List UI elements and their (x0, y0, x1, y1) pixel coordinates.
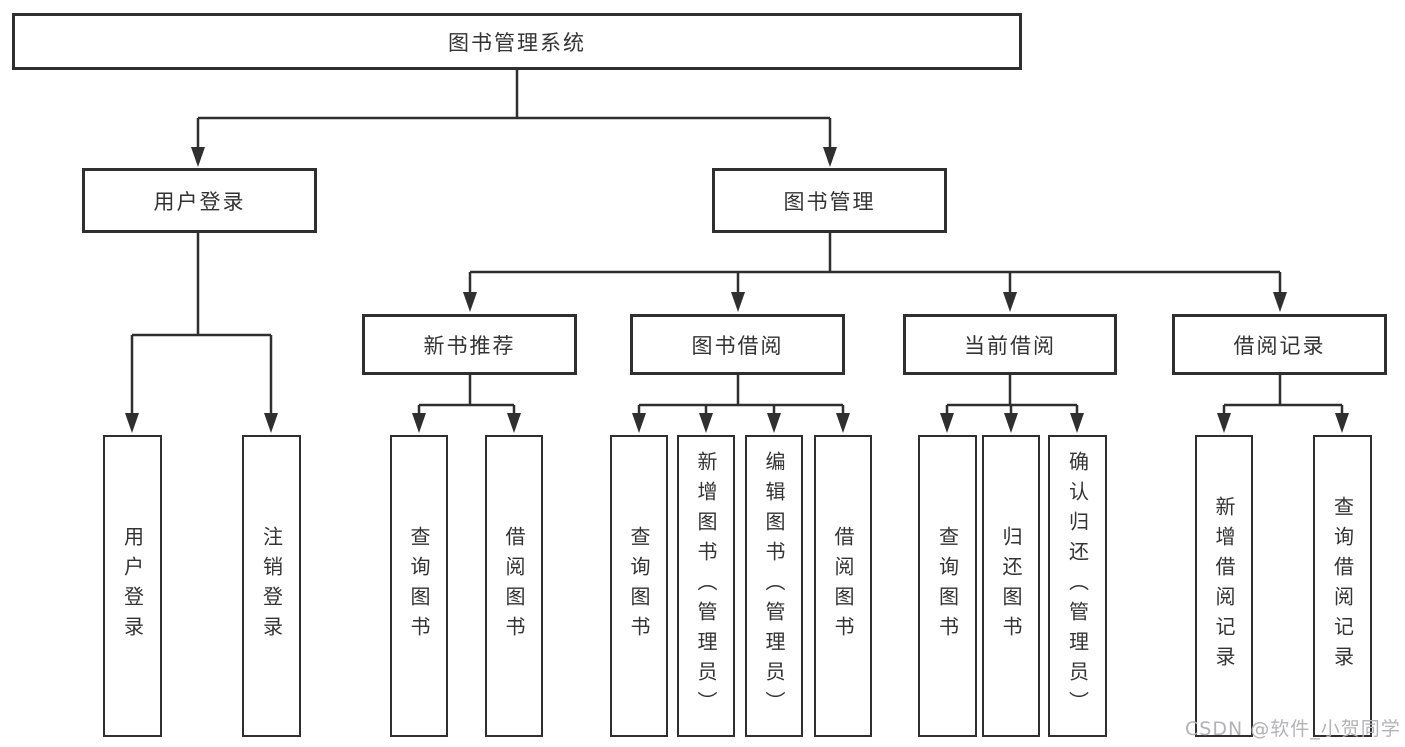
node-current-borrowing-label: 当前借阅 (964, 333, 1056, 358)
leaf-logout: 注销登录 (242, 435, 301, 737)
leaf-add-borrow-record: 新增借阅记录 (1195, 435, 1253, 737)
node-new-book-recommendation-label: 新书推荐 (423, 333, 516, 358)
leaf-edit-books-admin: 编辑图书（管理员） (745, 435, 803, 737)
leaf-confirm-return-admin-label: 确认归还（管理员） (1065, 451, 1090, 721)
leaf-return-books-label: 归还图书 (999, 526, 1023, 646)
node-borrowing-records-label: 借阅记录 (1233, 333, 1326, 358)
node-borrowing-records: 借阅记录 (1172, 314, 1387, 375)
leaf-search-books-current-label: 查询图书 (935, 526, 960, 646)
leaf-logout-label: 注销登录 (259, 526, 284, 646)
leaf-search-books-recommend-label: 查询图书 (407, 526, 431, 646)
csdn-watermark: CSDN @软件_小贺同学 (1185, 718, 1401, 740)
leaf-add-books-admin: 新增图书（管理员） (677, 435, 735, 737)
leaf-confirm-return-admin: 确认归还（管理员） (1048, 435, 1107, 737)
node-library-management-system-label: 图书管理系统 (448, 30, 586, 55)
leaf-search-borrow-record-label: 查询借阅记录 (1330, 496, 1355, 676)
node-book-management: 图书管理 (712, 168, 947, 233)
leaf-borrow-books-recommend: 借阅图书 (485, 435, 543, 737)
node-current-borrowing: 当前借阅 (903, 314, 1117, 375)
leaf-edit-books-admin-label: 编辑图书（管理员） (762, 451, 786, 721)
node-new-book-recommendation: 新书推荐 (362, 314, 577, 375)
node-user-login: 用户登录 (82, 168, 317, 233)
node-book-borrowing-label: 图书借阅 (691, 333, 784, 358)
leaf-user-login-label: 用户登录 (120, 526, 145, 646)
leaf-search-books-recommend: 查询图书 (390, 435, 448, 737)
node-library-management-system: 图书管理系统 (12, 13, 1022, 70)
leaf-borrow-books: 借阅图书 (814, 435, 872, 737)
leaf-search-books-current: 查询图书 (918, 435, 977, 737)
leaf-return-books: 归还图书 (982, 435, 1040, 737)
leaf-add-books-admin-label: 新增图书（管理员） (694, 451, 718, 721)
node-book-borrowing: 图书借阅 (630, 314, 845, 375)
leaf-borrow-books-recommend-label: 借阅图书 (502, 526, 526, 646)
node-user-login-label: 用户登录 (153, 189, 246, 214)
leaf-search-books-borrowing: 查询图书 (610, 435, 668, 737)
leaf-search-books-borrowing-label: 查询图书 (627, 526, 651, 646)
node-book-management-label: 图书管理 (783, 189, 876, 214)
leaf-user-login: 用户登录 (103, 435, 162, 737)
leaf-add-borrow-record-label: 新增借阅记录 (1212, 496, 1236, 676)
leaf-search-borrow-record: 查询借阅记录 (1313, 435, 1372, 737)
leaf-borrow-books-label: 借阅图书 (831, 526, 855, 646)
